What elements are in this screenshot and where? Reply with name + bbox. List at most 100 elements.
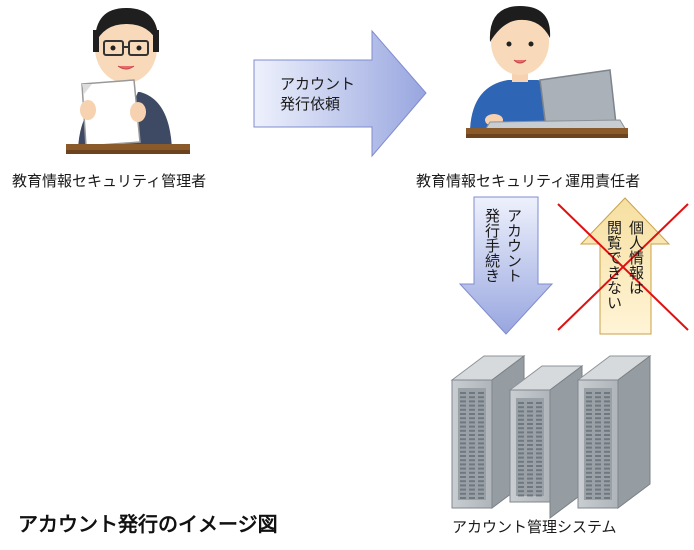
- server-vent-slot: [595, 450, 601, 453]
- system-label: アカウント管理システム: [452, 518, 617, 536]
- server-vent-slot: [518, 402, 524, 404]
- server-vent-slot: [595, 484, 601, 487]
- server-vent-slot: [536, 423, 542, 425]
- server-vent-slot: [536, 406, 542, 409]
- server-vent-slot: [478, 492, 484, 495]
- server-vent-slot: [460, 488, 466, 491]
- server-vent-slot: [518, 469, 524, 472]
- server-vent-slot: [527, 414, 533, 417]
- server-vent-slot: [604, 396, 610, 399]
- server-vent-slot: [478, 471, 484, 474]
- server-vent-slot: [595, 404, 601, 407]
- server-vent-slot: [518, 477, 524, 480]
- server-vent-slot: [469, 467, 475, 470]
- server-vent-slot: [586, 396, 592, 399]
- server-vent-slot: [586, 417, 592, 420]
- server-vent-slot: [518, 481, 524, 484]
- server-vent-slot: [586, 455, 592, 457]
- server-vent-slot: [536, 431, 542, 434]
- server-vent-slot: [460, 480, 466, 483]
- server-vent-slot: [595, 467, 601, 470]
- server-vent-slot: [536, 410, 542, 413]
- server-vent-slot: [595, 446, 601, 449]
- server-vent-slot: [586, 438, 592, 441]
- red-cross-mark: [557, 203, 689, 331]
- server-vent-slot: [460, 471, 466, 474]
- server-vent-slot: [604, 408, 610, 411]
- server-vent-slot: [469, 450, 475, 453]
- server-vent-slot: [586, 446, 592, 449]
- server-vent-slot: [478, 421, 484, 424]
- server-vent-slot: [527, 490, 533, 493]
- server-vent-slot: [586, 400, 592, 403]
- server-vent-slot: [460, 429, 466, 432]
- server-vent-slot: [460, 417, 466, 420]
- server-vent-slot: [604, 459, 610, 462]
- server-vent-slot: [536, 481, 542, 484]
- server-vent-slot: [536, 486, 542, 488]
- server-vent-slot: [469, 421, 475, 424]
- server-vent-slot: [518, 465, 524, 467]
- server-vent-slot: [536, 452, 542, 455]
- server-vent-slot: [478, 404, 484, 407]
- server-vent-slot: [595, 488, 601, 491]
- server-vent-slot: [469, 417, 475, 420]
- request-arrow: [253, 29, 427, 158]
- server-vent-slot: [518, 460, 524, 463]
- server-vent-slot: [460, 492, 466, 495]
- server-vent-slot: [469, 480, 475, 483]
- server-vent-slot: [595, 463, 601, 466]
- server-vent-slot: [518, 435, 524, 438]
- server-vent-slot: [586, 434, 592, 436]
- server-vent-slot: [478, 408, 484, 411]
- procedure-arrow: [458, 196, 554, 335]
- server-vent-slot: [469, 404, 475, 407]
- server-vent-slot: [604, 480, 610, 483]
- server-vent-slot: [595, 455, 601, 457]
- administrator-figure: [66, 8, 190, 154]
- server-vent-slot: [595, 429, 601, 432]
- server-vent-slot: [586, 463, 592, 466]
- server-vent-slot: [478, 425, 484, 428]
- server-vent-slot: [527, 465, 533, 467]
- server-vent-slot: [604, 446, 610, 449]
- server-vent-slot: [469, 438, 475, 441]
- administrator-label: 教育情報セキュリティ管理者: [12, 172, 207, 190]
- server-vent-slot: [527, 427, 533, 430]
- server-vent-slot: [469, 425, 475, 428]
- server-vent-slot: [604, 442, 610, 445]
- server-vent-slot: [536, 418, 542, 421]
- server-vent-slot: [536, 490, 542, 493]
- server-vent-slot: [527, 423, 533, 425]
- procedure-arrow-col1: アカウント: [505, 208, 523, 283]
- server-vent-slot: [527, 431, 533, 434]
- server-vent-slot: [586, 404, 592, 407]
- server-vent-slot: [527, 473, 533, 476]
- server-vent-slot: [536, 494, 542, 497]
- server-vent-slot: [469, 434, 475, 436]
- server-vent-slot: [586, 497, 592, 499]
- server-vent-slot: [536, 460, 542, 463]
- server-vent-slot: [586, 476, 592, 478]
- server-vent-slot: [586, 492, 592, 495]
- server-vent-slot: [460, 446, 466, 449]
- server-vent-slot: [595, 492, 601, 495]
- server-vent-slot: [595, 476, 601, 478]
- server-vent-slot: [518, 427, 524, 430]
- server-vent-slot: [604, 471, 610, 474]
- server-vent-slot: [536, 427, 542, 430]
- server-vent-slot: [518, 431, 524, 434]
- server-vent-slot: [469, 459, 475, 462]
- server-vent-slot: [604, 463, 610, 466]
- server-vent-slot: [604, 438, 610, 441]
- server-vent-slot: [518, 448, 524, 451]
- server-vent-slot: [604, 497, 610, 499]
- server-vent-slot: [460, 392, 466, 394]
- server-vent-slot: [604, 400, 610, 403]
- server-vent-slot: [595, 497, 601, 499]
- server-vent-slot: [469, 408, 475, 411]
- server-vent-slot: [469, 476, 475, 478]
- server-vent-slot: [460, 497, 466, 499]
- server-vent-slot: [460, 425, 466, 428]
